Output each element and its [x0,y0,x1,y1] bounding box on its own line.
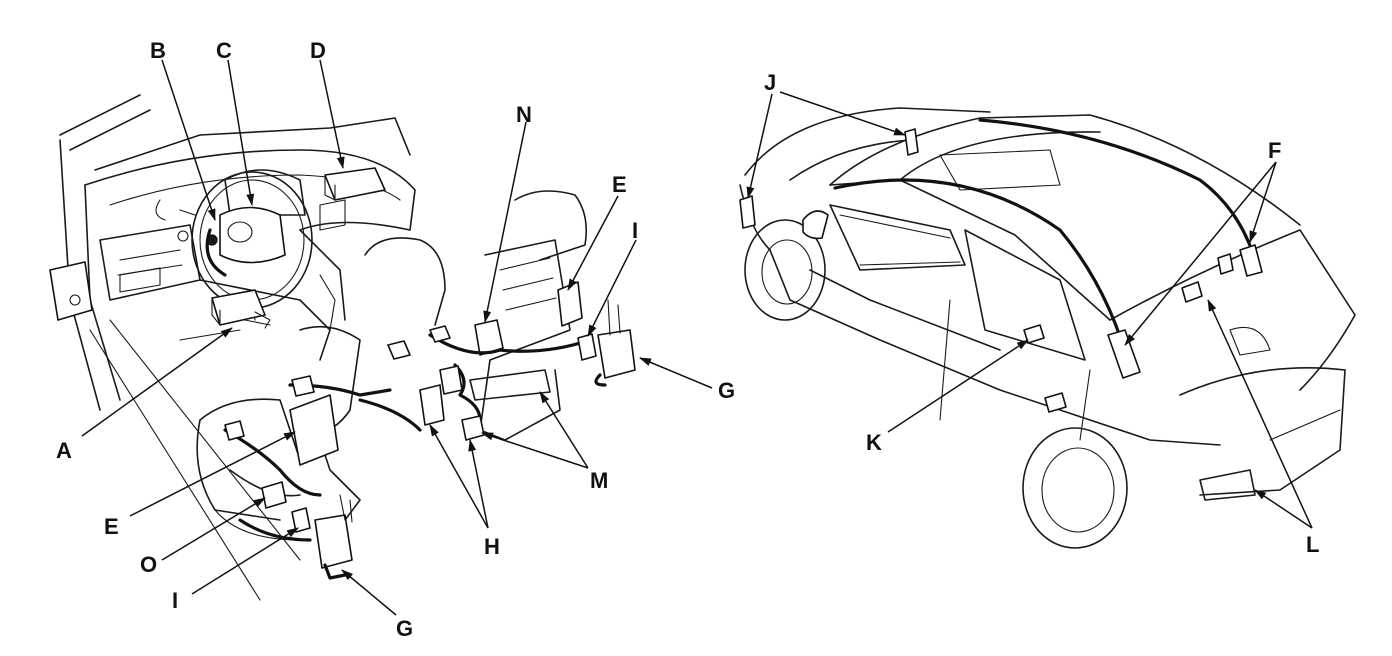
callout-i-bottom: I [172,588,178,613]
callout-e-rear: E [612,172,627,197]
callout-h: H [484,534,500,559]
leader-lines [81,59,1313,616]
callout-d: D [310,38,326,63]
callout-g-bottom: G [396,616,413,641]
callout-f: F [1268,138,1281,163]
callout-n: N [516,102,532,127]
callout-e-front: E [104,514,119,539]
callout-j: J [764,70,776,95]
callout-g-right: G [718,378,735,403]
callout-k: K [866,430,882,455]
callout-c: C [216,38,232,63]
interior-view-illustration [49,94,636,601]
callout-a: A [56,438,72,463]
callout-i-top: I [632,218,638,243]
callout-o: O [140,552,157,577]
callout-labels: B C D N E I G M H A E O I G J F K L [56,38,1319,641]
callout-b: B [150,38,166,63]
callout-m: M [590,468,608,493]
vehicle-exterior-illustration [739,107,1356,549]
callout-l: L [1306,532,1319,557]
